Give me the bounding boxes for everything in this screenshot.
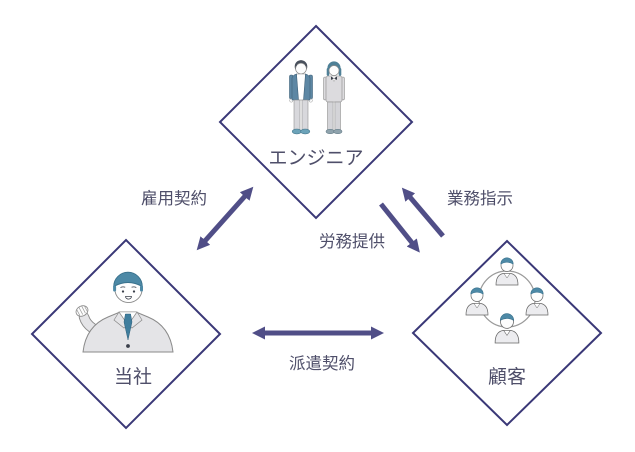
node-customer-label: 顧客 [488, 366, 526, 388]
work-instruction-label: 業務指示 [447, 189, 513, 208]
presenting-businessman-icon [75, 271, 174, 353]
customer-network-icon [465, 257, 549, 344]
edge-employment-contract: 雇用契約 [141, 186, 254, 251]
labor-provision-label: 労務提供 [319, 232, 385, 251]
node-customer: 顧客 [411, 239, 603, 427]
edge-labor-provision: 労務提供 [319, 202, 420, 253]
two-engineers-standing-icon [289, 60, 345, 135]
employment-label: 雇用契約 [141, 189, 207, 208]
node-company: 当社 [30, 238, 222, 430]
employment-arrow [196, 186, 254, 251]
dispatch-label: 派遣契約 [289, 354, 355, 373]
node-engineer: エンジニア [218, 24, 414, 220]
node-company-label: 当社 [114, 366, 152, 388]
node-engineer-label: エンジニア [268, 148, 363, 169]
labor-provision-arrow [379, 202, 420, 253]
edge-dispatch-contract: 派遣契約 [252, 326, 384, 373]
work-instruction-arrow [401, 187, 445, 238]
engineer-diamond [218, 24, 414, 220]
edge-work-instruction: 業務指示 [401, 187, 513, 238]
